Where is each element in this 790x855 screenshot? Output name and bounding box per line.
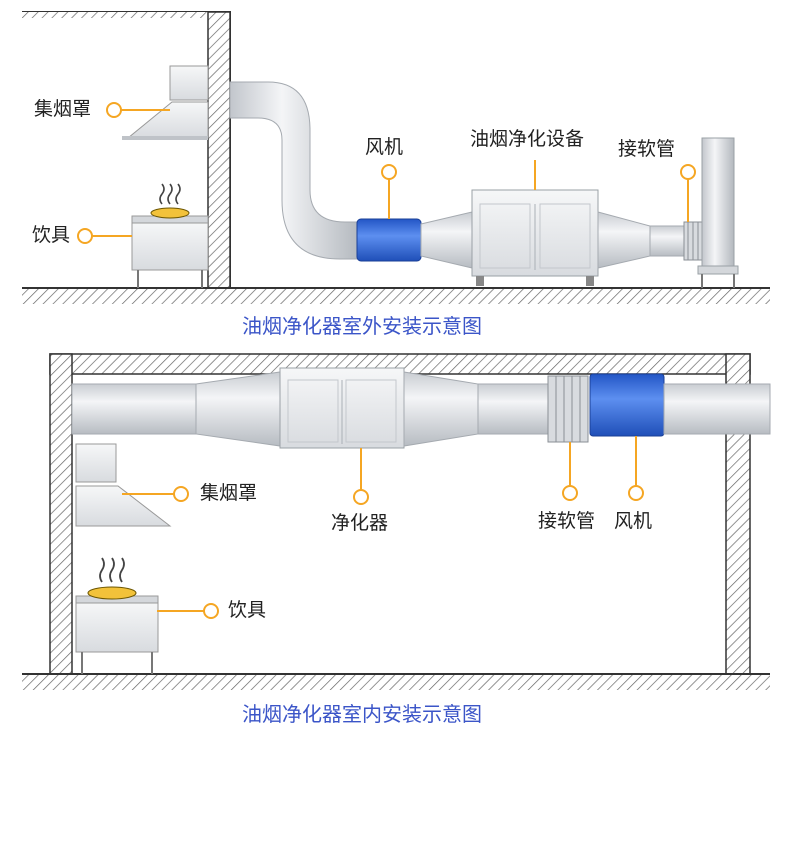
label-indoor-purifier: 净化器 bbox=[331, 512, 389, 534]
caption-outdoor: 油烟净化器室外安装示意图 bbox=[242, 314, 482, 338]
outdoor-chimney bbox=[697, 137, 739, 288]
indoor-exhaust-duct bbox=[663, 383, 771, 435]
label-outdoor-flex-pipe: 接软管 bbox=[618, 138, 676, 160]
indoor-flex-pipe bbox=[547, 375, 589, 443]
callout-marker-indoor-fan bbox=[628, 485, 644, 501]
outdoor-outlet-pipe bbox=[597, 211, 651, 269]
outdoor-flex-pipe bbox=[683, 221, 703, 261]
label-indoor-hood: 集烟罩 bbox=[200, 482, 258, 504]
callout-marker-stove bbox=[77, 228, 93, 244]
callout-marker-flex-pipe bbox=[680, 164, 696, 180]
caption-indoor: 油烟净化器室内安装示意图 bbox=[242, 702, 482, 726]
range-hood bbox=[122, 65, 209, 140]
outdoor-purifier-unit bbox=[471, 189, 599, 286]
label-outdoor-purifier: 油烟净化设备 bbox=[470, 128, 585, 150]
left-wall-hatch bbox=[49, 353, 73, 675]
indoor-diagram bbox=[22, 353, 771, 690]
outdoor-elbow-duct bbox=[229, 81, 361, 260]
callout-marker-fan bbox=[381, 164, 397, 180]
label-outdoor-fan: 风机 bbox=[365, 136, 404, 158]
label-indoor-fan: 风机 bbox=[614, 510, 653, 532]
indoor-stove bbox=[75, 557, 159, 674]
callout-marker-indoor-hood bbox=[173, 486, 189, 502]
label-indoor-flex-pipe: 接软管 bbox=[538, 510, 596, 532]
indoor-purifier-unit bbox=[279, 367, 405, 449]
callout-marker-hood bbox=[106, 102, 122, 118]
label-outdoor-hood: 集烟罩 bbox=[34, 98, 92, 120]
floor-hatch bbox=[22, 674, 770, 690]
label-outdoor-stove: 饮具 bbox=[32, 224, 71, 246]
indoor-main-duct bbox=[71, 383, 197, 435]
roof-hatch bbox=[22, 12, 230, 18]
callout-marker-indoor-purifier bbox=[353, 489, 369, 505]
label-indoor-stove: 饮具 bbox=[228, 599, 267, 621]
wall-hatch bbox=[207, 11, 231, 289]
stove bbox=[131, 183, 209, 288]
indoor-range-hood bbox=[75, 443, 172, 527]
callout-marker-indoor-flex-pipe bbox=[562, 485, 578, 501]
callout-marker-indoor-stove bbox=[203, 603, 219, 619]
outdoor-diagram bbox=[22, 11, 770, 304]
ground-hatch bbox=[22, 288, 770, 304]
indoor-fan bbox=[589, 373, 665, 437]
outdoor-fan bbox=[356, 218, 422, 262]
outdoor-reducer bbox=[420, 211, 473, 269]
